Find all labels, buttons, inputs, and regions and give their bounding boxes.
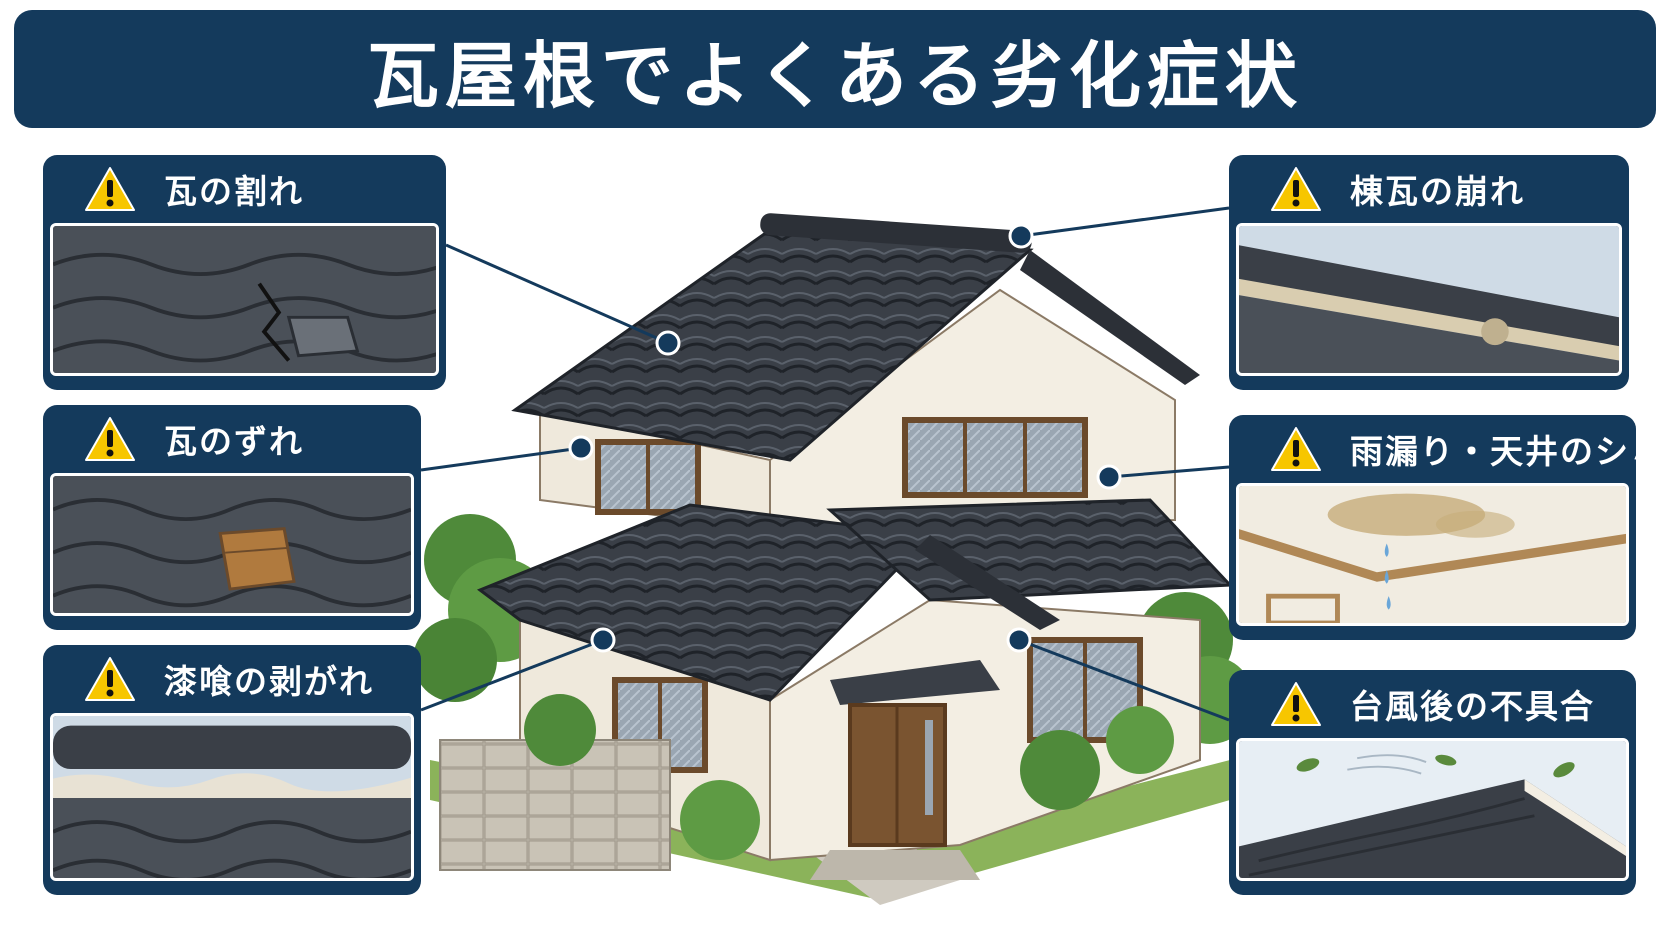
card-photo [50, 473, 414, 616]
card-photo [1236, 738, 1629, 881]
lower-roof [476, 498, 1234, 702]
callout-dot-icon [655, 330, 681, 356]
card-ridge-collapse: 棟瓦の崩れ [1229, 155, 1629, 390]
title-banner: 瓦屋根でよくある劣化症状 [14, 10, 1656, 128]
card-label: 瓦のずれ [164, 422, 304, 461]
entrance [810, 660, 1000, 880]
warning-triangle-icon [85, 657, 135, 701]
card-label: 棟瓦の崩れ [1350, 172, 1525, 211]
warning-triangle-icon [1271, 682, 1321, 726]
card-leak-stain: 雨漏り・天井のシミ [1229, 415, 1663, 640]
card-label: 雨漏り・天井のシミ [1350, 432, 1665, 471]
callout-dot-icon [1096, 464, 1122, 490]
card-label: 台風後の不具合 [1350, 687, 1595, 726]
upper-wall [539, 288, 1176, 532]
page-title: 瓦屋根でよくある劣化症状 [366, 33, 1303, 118]
card-photo [1236, 223, 1622, 376]
card-photo [50, 713, 414, 881]
callout-lines [420, 206, 1230, 722]
warning-triangle-icon [85, 417, 135, 461]
card-tile-shift: 瓦のずれ [43, 405, 421, 630]
callout-dot-icon [1006, 627, 1032, 653]
card-mortar-peel: 漆喰の剥がれ [43, 645, 421, 895]
card-tile-crack: 瓦の割れ [43, 155, 446, 390]
warning-triangle-icon [1271, 427, 1321, 471]
card-photo [1236, 483, 1629, 626]
warning-triangle-icon [85, 167, 135, 211]
main-roof [511, 213, 1200, 462]
callout-dot-icon [590, 627, 616, 653]
callout-dot-icon [568, 435, 594, 461]
warning-triangle-icon [1271, 167, 1321, 211]
card-typhoon-damage: 台風後の不具合 [1229, 670, 1636, 895]
card-label: 瓦の割れ [164, 172, 304, 211]
card-photo [50, 223, 439, 376]
shrubs [524, 694, 1174, 860]
card-label: 漆喰の剥がれ [164, 662, 374, 701]
callout-dot-icon [1008, 223, 1034, 249]
